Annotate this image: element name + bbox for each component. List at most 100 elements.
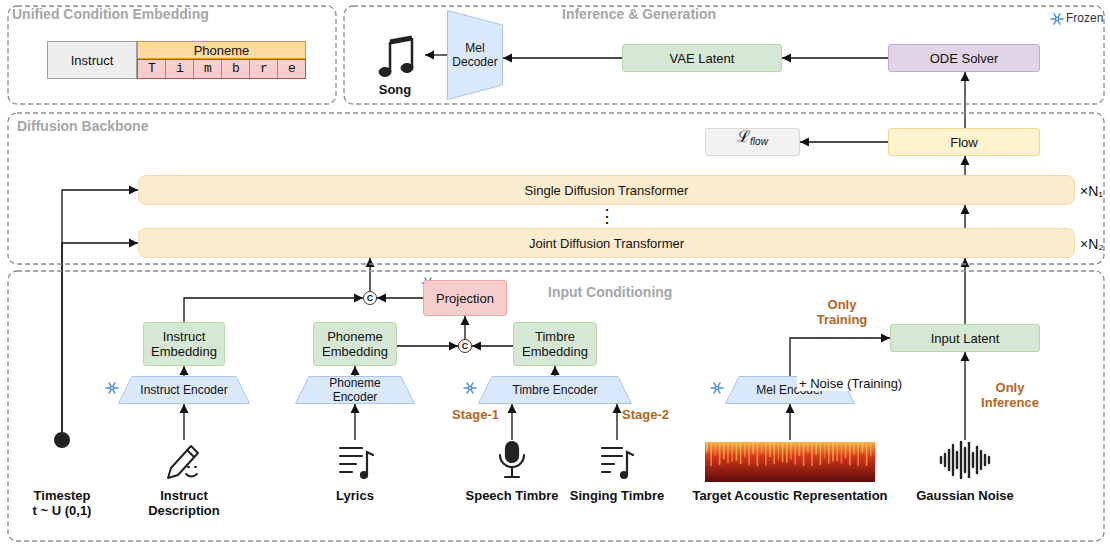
decor-shape — [467, 383, 473, 393]
connector-arrow — [964, 205, 965, 228]
process-box: Phoneme — [137, 41, 306, 59]
node-text: t ~ U (0,1) — [33, 503, 92, 518]
node-text: Phoneme Encoder — [309, 376, 401, 404]
node-text: Instruct — [71, 53, 114, 68]
node-text: Phoneme Embedding — [318, 329, 392, 359]
waveform-icon — [941, 442, 989, 478]
decor-shape — [110, 386, 113, 389]
decor-shape — [761, 442, 763, 454]
process-box: Input Latent — [890, 324, 1040, 352]
encoder-trapezoid: Phoneme Encoder — [295, 376, 415, 404]
decor-shape — [1051, 14, 1063, 24]
decor-shape — [862, 442, 864, 453]
dashed-panel: Inference & GenerationSongMel DecoderVAE… — [343, 5, 1105, 105]
decor-shape — [448, 11, 503, 100]
decor-shape — [841, 442, 843, 464]
decor-shape — [627, 452, 633, 475]
decor-shape — [752, 442, 754, 454]
decor-shape — [602, 447, 622, 449]
decor-shape — [736, 442, 738, 461]
decor-shape — [794, 442, 796, 465]
decor-shape — [511, 467, 513, 477]
annotation-label: Only Training — [812, 297, 872, 327]
decor-shape — [119, 377, 250, 404]
decor-shape — [828, 442, 830, 464]
node-text: Instruct Embedding — [148, 329, 220, 359]
decor-shape — [836, 442, 838, 461]
node-text: VAE Latent — [670, 51, 735, 66]
decor-shape — [948, 450, 950, 470]
decor-shape — [748, 442, 750, 465]
decor-shape — [972, 453, 974, 467]
decor-shape — [706, 442, 708, 452]
decor-shape — [984, 455, 986, 465]
node-text: Song — [379, 82, 412, 97]
decor-shape — [849, 442, 851, 465]
spectrogram — [705, 442, 875, 482]
decor-shape — [464, 387, 476, 388]
token-box: Timbre — [137, 59, 306, 79]
decor-shape — [340, 455, 362, 457]
panel-title: Input Conditioning — [548, 284, 672, 300]
decor-shape — [956, 452, 958, 468]
decor-shape — [857, 442, 859, 466]
connector-arrow — [354, 404, 355, 440]
dashed-panel: Unified Condition EmbeddingInstructPhone… — [7, 5, 337, 105]
spectrogram-streaks — [707, 442, 871, 466]
decor-shape — [109, 383, 115, 393]
decor-shape — [340, 471, 352, 473]
decor-shape — [870, 442, 872, 456]
decor-shape — [786, 442, 788, 463]
node-text: Flow — [950, 135, 977, 150]
lyrics-icon — [340, 448, 373, 478]
decor-shape — [390, 38, 412, 42]
process-box: Projection — [423, 280, 507, 316]
decor-shape — [944, 454, 946, 466]
microphone-icon — [500, 442, 524, 477]
node-text: ℒ — [737, 129, 750, 144]
decor-shape — [296, 377, 415, 404]
encoder-trapezoid: Instruct Encoder — [118, 376, 250, 404]
timestep-dot — [54, 432, 70, 448]
connector-arrow — [184, 298, 363, 322]
connector-arrow — [183, 366, 184, 376]
dashed-panel: Diffusion BackboneℒflowFlowSingle Diffus… — [7, 112, 1105, 265]
node-text: Timbre Encoder — [513, 383, 598, 397]
decor-shape — [710, 442, 712, 466]
connector-arrow — [472, 345, 513, 346]
decor-shape — [186, 474, 197, 477]
decor-shape — [807, 442, 809, 453]
decor-shape — [757, 442, 759, 466]
decor-shape — [773, 442, 775, 464]
decor-shape — [1054, 14, 1060, 24]
decor-shape — [1051, 18, 1063, 19]
node-text: ODE Solver — [930, 51, 999, 66]
decor-shape — [506, 442, 518, 462]
decor-shape — [340, 447, 362, 449]
connector-arrow — [782, 57, 888, 58]
decor-shape — [790, 442, 792, 459]
node-text: C — [367, 294, 374, 303]
input-icon: Gaussian Noise — [910, 440, 1020, 510]
decor-shape — [715, 442, 717, 456]
decor-shape — [832, 442, 834, 461]
node-text: C — [462, 342, 469, 351]
decor-shape — [845, 442, 847, 458]
decor-shape — [980, 451, 982, 469]
node-text: Lyrics — [336, 488, 374, 503]
input-icon: Speech Timbre — [462, 440, 562, 510]
decor-shape — [195, 466, 196, 468]
node-text: Instruct Description — [142, 488, 226, 518]
decor-shape — [853, 442, 855, 455]
decor-shape — [960, 442, 962, 478]
decor-shape — [964, 448, 966, 472]
decor-shape — [799, 442, 801, 456]
decor-shape — [8, 6, 336, 104]
decor-shape — [500, 455, 524, 467]
decor-shape — [187, 450, 194, 457]
encoder-trapezoid: Timbre Encoder — [478, 376, 632, 404]
decor-shape — [367, 452, 373, 475]
pencil-icon — [168, 446, 198, 478]
decor-shape — [765, 442, 767, 466]
